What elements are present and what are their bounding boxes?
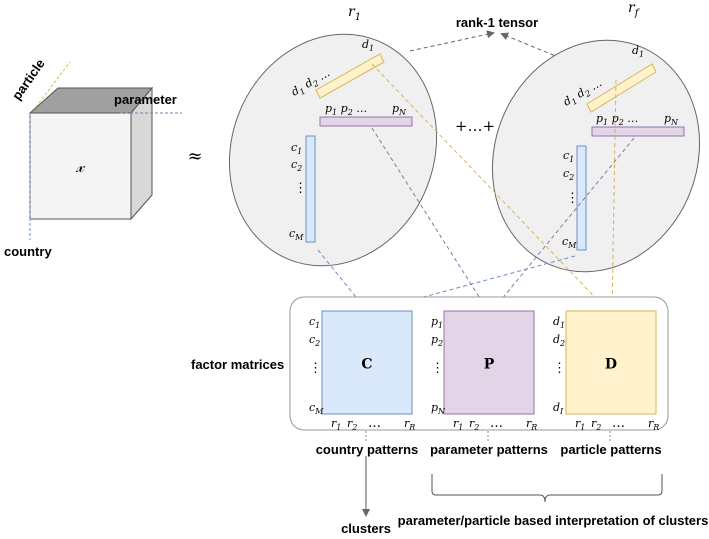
component-first-parameter-bar (319, 116, 413, 127)
particle-arrow-last (608, 79, 617, 313)
component-last-c2: c2 (563, 167, 574, 182)
matrix-c-row-label: c1 (309, 315, 320, 330)
matrix-c-row-label: c2 (309, 333, 320, 348)
matrix-d-col-label: r2 (591, 417, 601, 432)
tensor-symbol: 𝓍 (75, 157, 86, 177)
parameter-arrow-first (371, 127, 490, 313)
rank1-tensor-label: rank-1 tensor (456, 15, 538, 30)
interpretation-label: parameter/particle based interpretation … (398, 513, 709, 528)
component-first-particle-bar (315, 53, 385, 99)
component-first-p-labels: p1 p2 … (325, 102, 367, 117)
matrix-d-body (565, 310, 657, 415)
matrix-p-body (443, 310, 535, 415)
component-first-r: r1 (348, 4, 361, 23)
component-last-cdots: ⋮ (566, 191, 579, 206)
matrix-d-pattern-label: particle patterns (560, 442, 661, 457)
component-first-cdots: ⋮ (294, 181, 307, 196)
matrix-p-col-label: r2 (469, 417, 479, 432)
matrix-c-col-label: r1 (331, 417, 341, 432)
matrix-d-col-label: … (612, 416, 625, 431)
component-first-ellipse (228, 33, 438, 267)
matrix-c-row-label: ⋮ (309, 361, 322, 376)
component-last-parameter-bar (591, 126, 685, 137)
matrix-c-pattern-label: country patterns (316, 442, 419, 457)
matrix-p-col-label: r1 (453, 417, 463, 432)
cube-front-face (29, 112, 132, 220)
matrix-d-symbol: D (605, 357, 617, 373)
component-first-c1: c1 (291, 141, 302, 156)
matrix-d-col-label: rR (648, 417, 659, 432)
clusters-label: clusters (341, 521, 391, 536)
matrix-c-col-label: … (368, 416, 381, 431)
approx-symbol: ≈ (187, 146, 202, 167)
particle-label: particle (9, 56, 48, 102)
component-first-c2: c2 (291, 158, 302, 173)
data-tensor-cube: 𝓍 particle parameter country (4, 56, 182, 259)
matrix-p-symbol: P (484, 357, 495, 373)
parameter-label: parameter (114, 92, 177, 107)
parameter-arrow-last (490, 137, 635, 313)
plus-dots: +…+ (455, 117, 495, 135)
matrix-p-col-label: … (490, 416, 503, 431)
matrix-p-col-label: rR (526, 417, 537, 432)
component-last-ellipse (491, 39, 701, 273)
matrix-p-pattern-label: parameter patterns (430, 442, 548, 457)
matrix-c-col-label: r2 (347, 417, 357, 432)
component-first: r1 d1 d1 d2 … p1 p2 … pN c1 c2 ⋮ cM (228, 4, 438, 267)
matrix-c-body (321, 310, 413, 415)
rank1-arrow-left (409, 30, 495, 52)
component-first-country-bar (305, 135, 316, 243)
particle-axis (35, 61, 71, 108)
country-label: country (4, 244, 52, 259)
component-last-country-bar (576, 145, 587, 251)
matrix-d-row-label: dI (553, 401, 564, 416)
component-last-r: rf (628, 0, 641, 19)
factor-matrices-label: factor matrices (191, 357, 284, 372)
component-last: rf d1 d1 d2 … p1 p2 … pN c1 c2 ⋮ cM (491, 0, 701, 273)
interpretation-brace (431, 474, 663, 503)
particle-arrow-first (371, 63, 610, 313)
matrix-c-symbol: C (361, 357, 372, 373)
component-last-c1: c1 (563, 149, 574, 164)
matrix-d-row-label: ⋮ (553, 361, 566, 376)
component-last-d1: d1 (632, 44, 644, 59)
component-last-p-labels: p1 p2 … (596, 112, 638, 127)
component-last-particle-bar (586, 63, 657, 113)
matrix-p-row-label: ⋮ (431, 361, 444, 376)
matrix-c-col-label: rR (404, 417, 415, 432)
matrix-d-col-label: r1 (575, 417, 585, 432)
